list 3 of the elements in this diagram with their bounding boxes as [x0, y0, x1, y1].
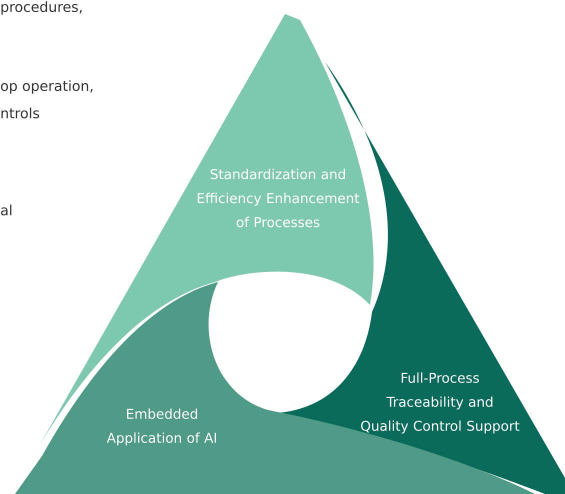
text-fragment: ntrols: [1, 108, 40, 118]
text-fragment: procedures,: [1, 1, 82, 15]
text-fragment: al: [1, 204, 12, 216]
